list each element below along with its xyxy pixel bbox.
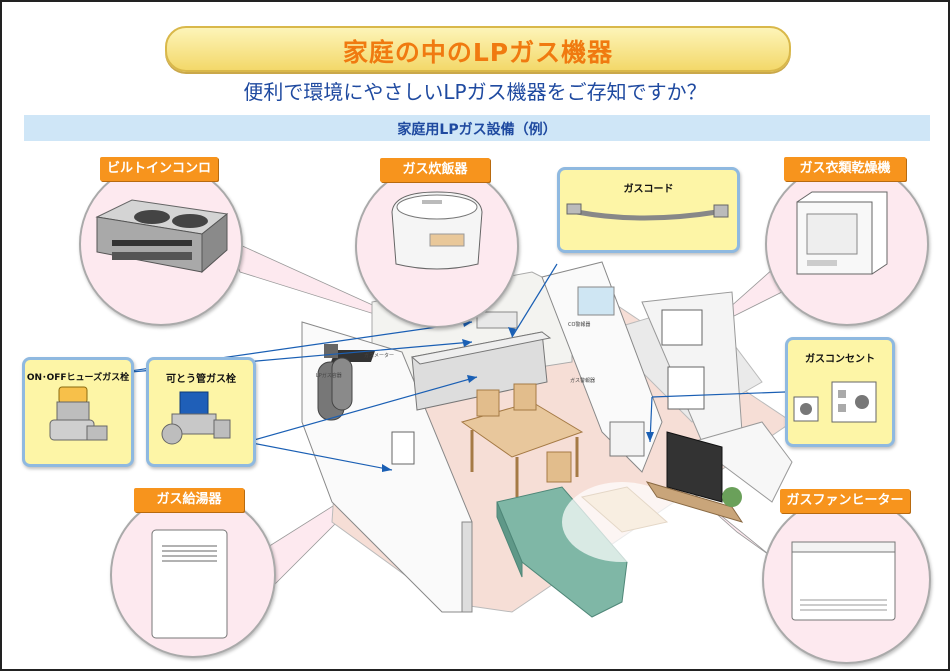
television [666, 431, 723, 503]
tag-rice-cooker: ガス炊飯器 [380, 158, 490, 182]
title-banner: 家庭の中のLPガス機器 [165, 26, 791, 72]
plant [722, 487, 742, 507]
tag-water-heater: ガス給湯器 [134, 488, 244, 512]
svg-text:ガスメーター: ガスメーター [364, 352, 394, 359]
room-fan-heater [609, 421, 645, 457]
section-heading: 家庭用LPガス設備（例） [397, 122, 557, 138]
tag-builtin-stove: ビルトインコンロ [100, 157, 218, 181]
box-gas-cord: ガスコード [557, 167, 740, 253]
page-title: 家庭の中のLPガス機器 [342, 38, 614, 67]
tag-dryer: ガス衣類乾燥機 [784, 157, 906, 181]
label-flexible-valve: 可とう管ガス栓 [166, 374, 236, 385]
label-gas-cord: ガスコード [623, 184, 674, 195]
window [577, 286, 615, 316]
label-fuse-valve: ON･OFFヒューズガス栓 [26, 373, 130, 383]
tag-fan-heater: ガスファンヒーター [780, 489, 910, 513]
range-hood [476, 311, 518, 329]
wall-water-heater [391, 431, 415, 465]
section-band: 家庭用LPガス設備（例） [24, 115, 930, 141]
front-right-wall [690, 421, 793, 503]
svg-text:CO警報器: CO警報器 [568, 321, 590, 328]
page-subtitle: 便利で環境にやさしいLPガス機器をご存知ですか？ [243, 80, 707, 104]
box-gas-outlet: ガスコンセント [785, 337, 895, 447]
svg-text:ガス警報器: ガス警報器 [570, 377, 595, 384]
partition-wall [541, 261, 663, 473]
laundry-dryer [661, 309, 703, 346]
rug [562, 482, 682, 562]
svg-text:LPガス容器: LPガス容器 [316, 372, 342, 379]
label-gas-outlet: ガスコンセント [805, 354, 875, 365]
